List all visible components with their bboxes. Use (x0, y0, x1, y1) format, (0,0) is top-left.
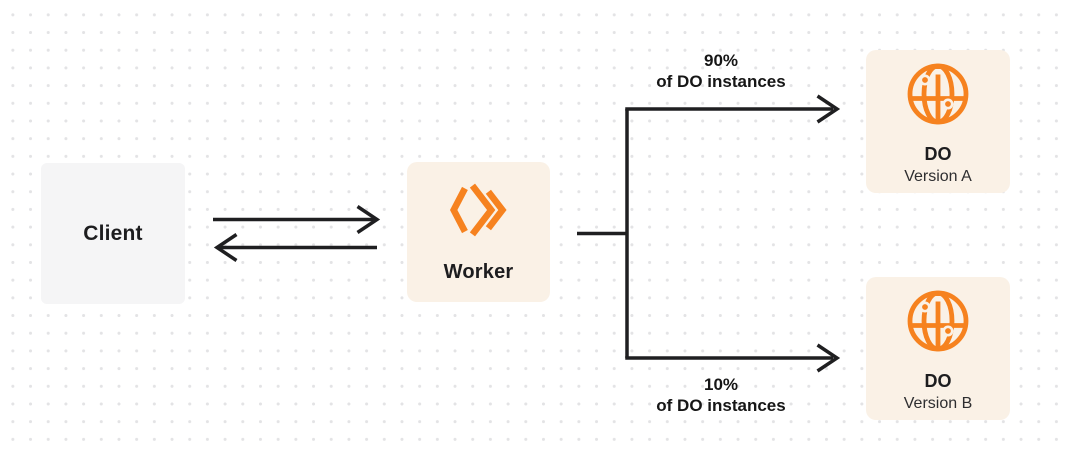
branch-top-label: 90% of DO instances (611, 50, 831, 92)
worker-node: Worker (407, 162, 550, 302)
do-a-subtitle: Version A (904, 168, 972, 185)
globe-icon (906, 289, 970, 358)
client-label: Client (83, 221, 143, 245)
worker-label: Worker (443, 261, 514, 283)
branch-bottom-label: 10% of DO instances (611, 374, 831, 416)
do-version-b-node: DO Version B (866, 277, 1010, 420)
globe-icon (906, 62, 970, 131)
branch-bottom-percent: 10% (703, 375, 739, 394)
arrow-client-to-worker (213, 205, 381, 234)
do-b-title: DO (924, 371, 952, 391)
arrow-to-do-version-b (625, 343, 841, 373)
do-b-subtitle: Version B (903, 395, 973, 412)
do-a-title: DO (924, 144, 952, 164)
branch-top-caption: of DO instances (656, 72, 786, 91)
branch-top-percent: 90% (703, 51, 739, 70)
arrow-to-do-version-a (625, 94, 841, 124)
arrow-worker-to-client (213, 233, 377, 262)
client-node: Client (41, 163, 185, 304)
branch-connector (577, 109, 629, 358)
do-version-a-node: DO Version A (866, 50, 1010, 193)
workers-chevrons-icon (449, 178, 509, 247)
branch-bottom-caption: of DO instances (656, 396, 786, 415)
